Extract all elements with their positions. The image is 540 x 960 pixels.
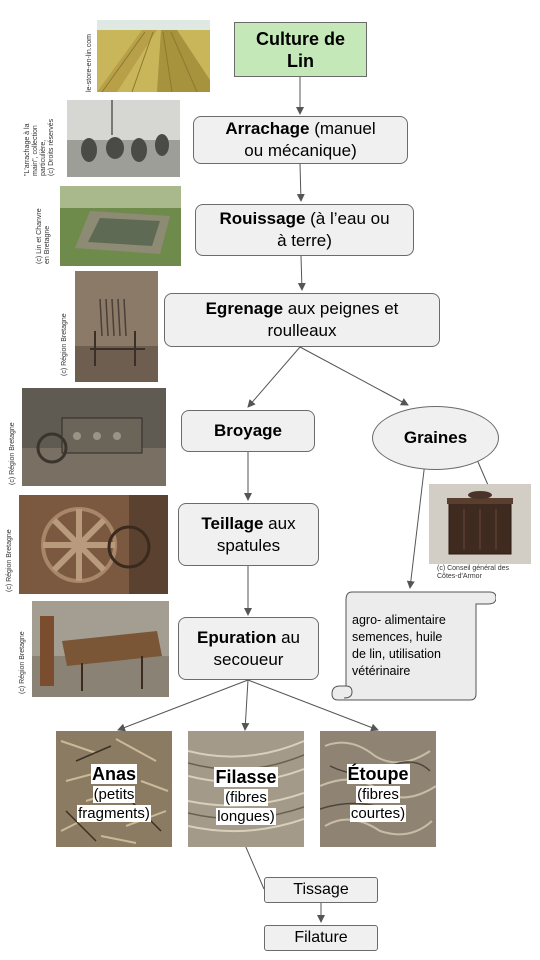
- node-rouissage: Rouissage (à l’eau ou à terre): [195, 204, 414, 256]
- node-broyage: Broyage: [181, 410, 315, 452]
- etoupe-line1: (fibres: [356, 786, 400, 803]
- credit-graines-b: Côtes-d'Armor: [437, 573, 482, 580]
- credit-field-text: le-store-en-lin.com: [86, 34, 93, 92]
- photo-egrenage: [75, 271, 158, 382]
- egrenage-rest1: aux peignes et: [283, 299, 399, 318]
- arrachage-rest1: (manuel: [309, 119, 376, 138]
- credit-teillage-text: (c) Région Bretagne: [6, 529, 13, 592]
- credit-rouissage-b: en Bretagne: [44, 225, 51, 264]
- photo-teillage: [19, 495, 168, 594]
- node-tissage: Tissage: [264, 877, 378, 903]
- node-arrachage: Arrachage (manuel ou mécanique): [193, 116, 408, 164]
- uses-line1: agro- alimentaire: [352, 613, 446, 627]
- rouissage-bold: Rouissage: [219, 209, 306, 228]
- uses-line4: vétérinaire: [352, 664, 411, 678]
- epuration-rest2: secoueur: [213, 649, 284, 669]
- credit-graines: (c) Conseil général des Côtes-d'Armor: [437, 565, 509, 581]
- broyage-bold: Broyage: [213, 421, 283, 440]
- credit-arrachage: "L'arrachage à la main", collection part…: [24, 119, 56, 176]
- culture-line1: Culture de: [255, 28, 345, 49]
- credit-arrachage-b: main", collection: [32, 125, 39, 176]
- node-filature: Filature: [264, 925, 378, 951]
- credit-teillage: (c) Région Bretagne: [6, 529, 14, 592]
- photo-graines-chest: [429, 484, 531, 564]
- filature-label: Filature: [294, 929, 348, 946]
- rouissage-rest2: à terre): [277, 231, 332, 250]
- epuration-rest1: au: [276, 627, 300, 647]
- output-etoupe: Étoupe (fibres courtes): [322, 764, 434, 823]
- arrow-egrenage-graines: [299, 346, 409, 406]
- photo-flax-field: [97, 20, 210, 92]
- credit-egrenage: (c) Région Bretagne: [61, 313, 69, 376]
- uses-line3: de lin, utilisation: [352, 647, 441, 661]
- credit-broyage-text: (c) Région Bretagne: [9, 422, 16, 485]
- etoupe-title: Étoupe: [346, 764, 410, 784]
- arrow-epuration-filasse: [241, 679, 250, 731]
- etoupe-line2: courtes): [349, 805, 407, 822]
- uses-scroll-shape: [331, 591, 496, 701]
- arrachage-bold: Arrachage: [225, 119, 310, 138]
- egrenage-bold: Egrenage: [205, 299, 284, 318]
- credit-rouissage-a: (c) Lin et Chanvre: [36, 208, 43, 264]
- credit-epuration: (c) Région Bretagne: [19, 631, 27, 694]
- node-culture-de-lin: Culture de Lin: [234, 22, 367, 77]
- line-filasse-tissage: [244, 844, 265, 890]
- credit-arrachage-c: particulière,: [40, 139, 47, 176]
- credit-graines-a: (c) Conseil général des: [437, 565, 509, 572]
- epuration-bold: Epuration: [197, 627, 277, 647]
- photo-broyage: [22, 388, 166, 486]
- node-graines: Graines: [372, 406, 499, 470]
- teillage-rest1: aux: [263, 513, 296, 533]
- output-filasse: Filasse (fibres longues): [190, 767, 302, 826]
- anas-title: Anas: [90, 764, 137, 784]
- arrow-egrenage-broyage: [247, 346, 301, 408]
- anas-line1: (petits: [92, 786, 136, 803]
- graines-bold: Graines: [403, 428, 468, 447]
- credit-epuration-text: (c) Région Bretagne: [19, 631, 26, 694]
- culture-line2: Lin: [287, 50, 314, 71]
- photo-epuration: [32, 601, 169, 697]
- credit-egrenage-text: (c) Région Bretagne: [61, 313, 68, 376]
- credit-broyage: (c) Région Bretagne: [9, 422, 17, 485]
- photo-rouissage: [60, 186, 181, 266]
- photo-arrachage: [67, 100, 180, 177]
- teillage-rest2: spatules: [216, 535, 281, 555]
- filasse-line1: (fibres: [224, 789, 268, 806]
- uses-line2: semences, huile: [352, 630, 443, 644]
- node-uses: agro- alimentaire semences, huile de lin…: [352, 612, 482, 680]
- node-teillage: Teillage aux spatules: [178, 503, 319, 566]
- arrow-graines-uses: [406, 461, 426, 589]
- credit-field: le-store-en-lin.com: [86, 34, 94, 92]
- filasse-title: Filasse: [214, 767, 278, 787]
- arrow-arrachage-rouissage: [296, 163, 305, 202]
- anas-line2: fragments): [77, 805, 151, 822]
- credit-arrachage-a: "L'arrachage à la: [24, 123, 31, 176]
- credit-rouissage: (c) Lin et Chanvre en Bretagne: [36, 208, 52, 264]
- egrenage-rest2: roulleaux: [267, 321, 337, 340]
- rouissage-rest1: (à l’eau ou: [305, 209, 390, 228]
- output-anas: Anas (petits fragments): [58, 764, 170, 823]
- teillage-bold: Teillage: [201, 513, 264, 533]
- tissage-label: Tissage: [293, 881, 349, 898]
- filasse-line2: longues): [216, 808, 276, 825]
- node-egrenage: Egrenage aux peignes et roulleaux: [164, 293, 440, 347]
- credit-arrachage-d: (c) Droits réservés: [48, 118, 55, 176]
- arrow-rouissage-egrenage: [297, 255, 306, 291]
- arrachage-rest2: ou mécanique): [244, 141, 357, 160]
- node-epuration: Epuration au secoueur: [178, 617, 319, 680]
